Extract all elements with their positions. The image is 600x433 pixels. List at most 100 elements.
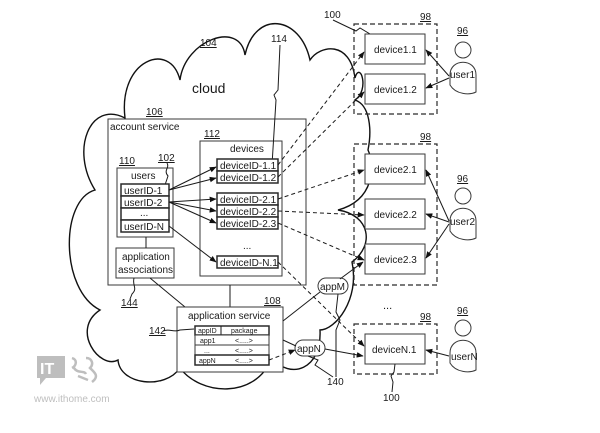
device-label: device1.2 bbox=[374, 85, 417, 96]
it-logo-icon bbox=[37, 356, 65, 378]
device-id-text: deviceID-1.2 bbox=[220, 173, 277, 184]
app-table-cell: <.....> bbox=[235, 338, 253, 345]
cloud-outline bbox=[68, 23, 373, 390]
device-id-text: deviceID-2.2 bbox=[220, 207, 277, 218]
device-label: device2.1 bbox=[374, 165, 417, 176]
user-id-text: userID-1 bbox=[124, 186, 163, 197]
user-ref: 96 bbox=[457, 174, 469, 185]
device-group-n bbox=[353, 323, 438, 375]
app-n-bubble[interactable] bbox=[294, 339, 326, 357]
user-1-figure: user1 96 bbox=[449, 26, 477, 95]
group-n-device-pointer bbox=[390, 363, 396, 393]
user-label: user2 bbox=[450, 217, 475, 228]
apps-ref: 140 bbox=[327, 377, 344, 388]
user-head-icon bbox=[454, 41, 472, 59]
app-table-cell: <.....> bbox=[235, 358, 253, 365]
groups-ellipsis: ... bbox=[383, 300, 392, 312]
user-id-list: userID-1 userID-2 ... userID-N bbox=[120, 183, 170, 233]
group-1-ref: 98 bbox=[420, 12, 432, 23]
user1-device11-arrow bbox=[425, 49, 450, 77]
appn-to-devicen1-arrow bbox=[324, 348, 364, 358]
apps-pointer-m bbox=[335, 293, 341, 377]
device-box[interactable] bbox=[364, 153, 426, 185]
it-logo-text: IT bbox=[40, 361, 54, 378]
users-pointer-ref: 102 bbox=[158, 153, 175, 164]
user-ref: 96 bbox=[457, 26, 469, 37]
device-box[interactable] bbox=[364, 243, 426, 275]
device-label: device1.1 bbox=[374, 45, 417, 56]
devices-pointer-ref: 114 bbox=[271, 34, 287, 45]
device-id-text: deviceID-1.1 bbox=[220, 161, 277, 172]
users-ref: 110 bbox=[119, 156, 135, 167]
device-id-text: deviceID-2.1 bbox=[220, 195, 277, 206]
assoc-app-connector bbox=[149, 277, 186, 308]
appm-to-device23-arrow bbox=[339, 261, 364, 280]
devices-label: devices bbox=[230, 144, 264, 155]
user2-device21-arrow bbox=[425, 169, 450, 222]
user1-device12-arrow bbox=[425, 77, 450, 89]
user-body-icon bbox=[449, 207, 477, 241]
user-2-figure: user2 96 bbox=[449, 174, 477, 241]
users-pointer-line bbox=[164, 162, 169, 186]
cloud-ref: 104 bbox=[200, 38, 217, 49]
user2-device23-arrow bbox=[425, 223, 450, 259]
group-n-ref: 98 bbox=[420, 312, 432, 323]
apps-pointer-n bbox=[307, 355, 334, 378]
app-table-header: package bbox=[231, 328, 258, 335]
user-body-icon bbox=[449, 61, 477, 95]
app-service-appm-line bbox=[282, 291, 321, 322]
device-group-1 bbox=[353, 23, 438, 115]
account-service-label: account service bbox=[110, 122, 180, 133]
device-label: device2.2 bbox=[374, 210, 417, 221]
device-id-text: deviceID-2.3 bbox=[220, 219, 277, 230]
user-id-text: userID-N bbox=[124, 222, 164, 233]
app-assoc-line1: application bbox=[122, 252, 170, 263]
devices-ref: 112 bbox=[204, 129, 220, 140]
devices-pointer-line bbox=[271, 44, 281, 166]
device-box[interactable] bbox=[364, 198, 426, 230]
user-n-figure: userN 96 bbox=[449, 306, 478, 373]
cloud-label: cloud bbox=[192, 80, 225, 96]
user-label: user1 bbox=[450, 70, 475, 81]
account-service-ref: 106 bbox=[146, 107, 163, 118]
ithome-watermark: IT www.ithome.com bbox=[33, 356, 110, 405]
app-table-header: appID bbox=[198, 328, 217, 335]
app-table-cell: appN bbox=[199, 358, 216, 365]
app-n-label: appN bbox=[297, 344, 321, 355]
group-1-device-ref: 100 bbox=[324, 10, 341, 21]
user-device-arrows bbox=[168, 166, 217, 263]
group-n-device-ref: 100 bbox=[383, 393, 400, 404]
app-table-ref: 142 bbox=[149, 326, 166, 337]
app-service-appn-line bbox=[282, 339, 297, 347]
app-m-bubble[interactable] bbox=[317, 277, 349, 295]
app-table-cell: app1 bbox=[200, 338, 216, 345]
user-label: userN bbox=[451, 352, 478, 363]
app-m-label: appM bbox=[320, 282, 345, 293]
appn-row-to-appn-arrow bbox=[268, 349, 296, 361]
user-body-icon bbox=[449, 339, 477, 373]
group-2-ref: 98 bbox=[420, 132, 432, 143]
app-table-cell: <.....> bbox=[235, 348, 253, 355]
user-head-icon bbox=[454, 319, 472, 337]
app-table-cell: ... bbox=[204, 348, 210, 355]
application-service-label: application service bbox=[188, 311, 271, 322]
app-assoc-line2: associations bbox=[118, 265, 173, 276]
device-id-links bbox=[277, 51, 365, 347]
device-id-ellipsis: ... bbox=[243, 241, 251, 252]
user2-device22-arrow bbox=[425, 213, 450, 223]
user-id-text: ... bbox=[140, 208, 148, 219]
app-assoc-ref: 144 bbox=[121, 298, 138, 309]
device-box[interactable] bbox=[364, 33, 426, 65]
device-label: deviceN.1 bbox=[372, 345, 417, 356]
app-assoc-pointer bbox=[129, 277, 136, 300]
watermark-url: www.ithome.com bbox=[33, 394, 110, 405]
device-group-2 bbox=[353, 143, 438, 286]
application-associations-box bbox=[115, 247, 175, 279]
device-box[interactable] bbox=[364, 73, 426, 105]
device-id-text: deviceID-N.1 bbox=[220, 258, 278, 269]
user-id-text: userID-2 bbox=[124, 198, 163, 209]
app-table: appID package app1 <.....> ... <.....> a… bbox=[194, 325, 270, 366]
user-head-icon bbox=[454, 187, 472, 205]
users-label: users bbox=[131, 171, 155, 182]
